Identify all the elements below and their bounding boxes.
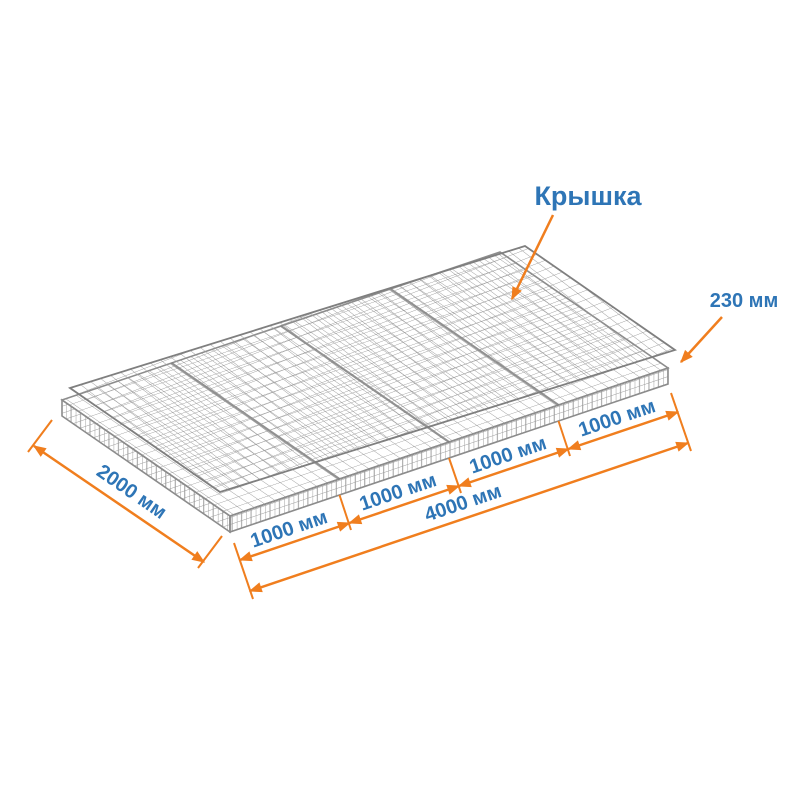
lid-label: Крышка xyxy=(534,181,642,211)
lid-callout-arrow xyxy=(510,214,555,301)
height-dimension-label: 230 мм xyxy=(710,290,779,312)
dimension-height: 230 мм xyxy=(680,290,779,363)
total-length-dimension-line xyxy=(248,441,690,593)
height-dimension-arrow xyxy=(680,316,723,363)
extension-line xyxy=(197,535,223,569)
extension-line xyxy=(670,392,692,452)
width-dimension-line xyxy=(32,444,206,564)
extension-line xyxy=(27,419,53,453)
lid-callout: Крышка xyxy=(510,181,643,301)
